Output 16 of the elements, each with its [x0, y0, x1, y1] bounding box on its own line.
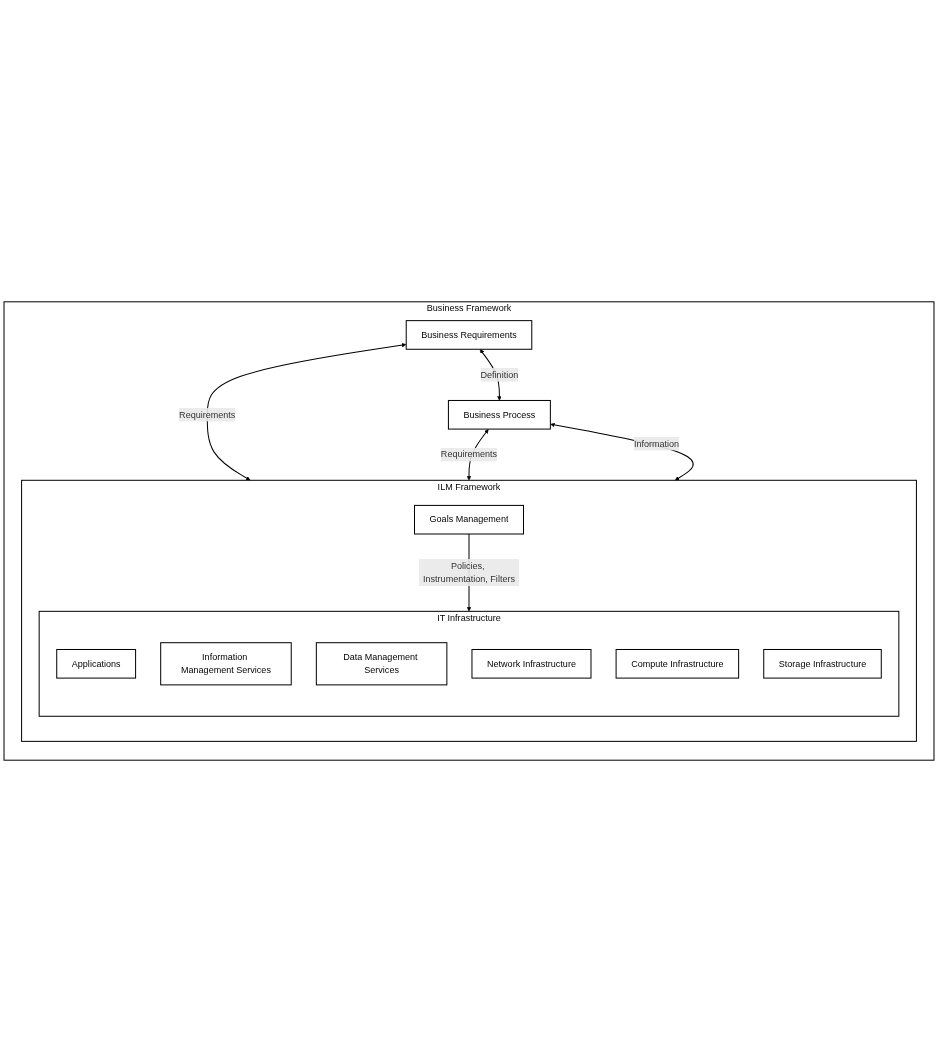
edge-label: Requirements [179, 409, 236, 420]
node-box: Business Requirements [405, 320, 533, 350]
node-box: Applications [56, 649, 137, 679]
node-box: Compute Infrastructure [615, 649, 740, 679]
node-box: Network Infrastructure [471, 649, 592, 679]
node-box: Storage Infrastructure [763, 649, 882, 679]
arrow [206, 342, 407, 481]
node-box: Business Process [447, 399, 551, 430]
edge-label: Policies, Instrumentation, Filters [423, 560, 515, 585]
node-box: Goals Management [414, 504, 524, 535]
node-box: Information Management Services [160, 642, 292, 686]
edge-label: Information [633, 438, 680, 449]
node-box: Data Management Services [315, 642, 448, 686]
edge-label: Requirements [440, 449, 498, 460]
edge-label: Definition [480, 369, 519, 380]
arrow [550, 422, 694, 481]
